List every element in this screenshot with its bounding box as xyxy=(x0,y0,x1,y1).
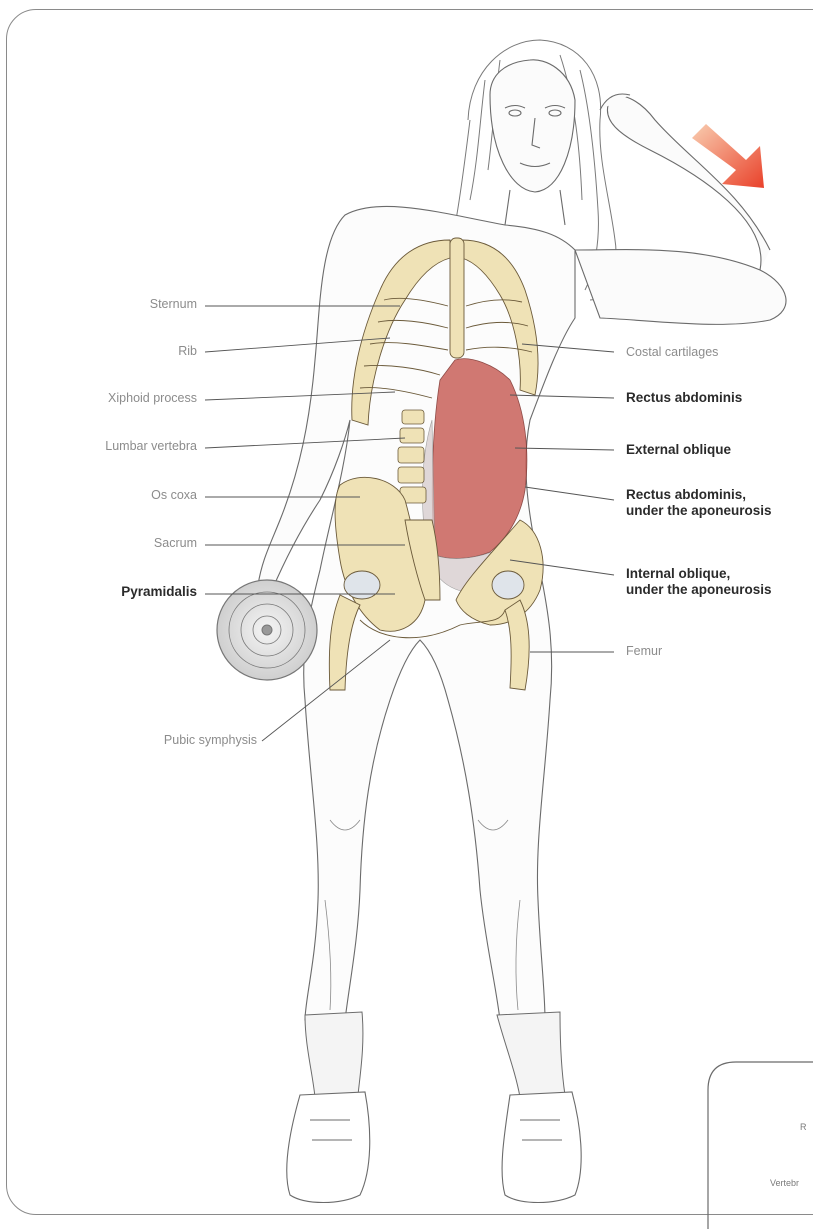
raised-arm xyxy=(575,94,786,324)
label-rectus-abdominis-aponeurosis-line1: Rectus abdominis, xyxy=(626,487,746,502)
label-internal-oblique-line2: under the aponeurosis xyxy=(626,582,772,597)
label-rectus-abdominis: Rectus abdominis xyxy=(626,390,742,405)
label-external-oblique: External oblique xyxy=(626,442,731,457)
label-os-coxa: Os coxa xyxy=(151,488,197,503)
inset-label-vertebra: Vertebr xyxy=(770,1176,799,1191)
head xyxy=(490,60,575,225)
label-sacrum: Sacrum xyxy=(154,536,197,551)
inset-box xyxy=(708,1062,813,1229)
label-femur: Femur xyxy=(626,644,662,659)
label-pubic-symphysis: Pubic symphysis xyxy=(164,733,257,748)
label-lumbar-vertebra: Lumbar vertebra xyxy=(105,439,197,454)
label-rib: Rib xyxy=(178,344,197,359)
sneakers xyxy=(287,1092,581,1203)
label-sternum: Sternum xyxy=(150,297,197,312)
label-xiphoid-process: Xiphoid process xyxy=(108,391,197,406)
inset-label-r: R xyxy=(800,1120,807,1135)
label-rectus-abdominis-aponeurosis-line2: under the aponeurosis xyxy=(626,503,772,518)
label-pyramidalis: Pyramidalis xyxy=(121,584,197,599)
label-internal-oblique-line1: Internal oblique, xyxy=(626,566,730,581)
dumbbell-plate-icon xyxy=(217,580,317,680)
label-costal-cartilages: Costal cartilages xyxy=(626,345,718,360)
socks xyxy=(305,1012,565,1097)
